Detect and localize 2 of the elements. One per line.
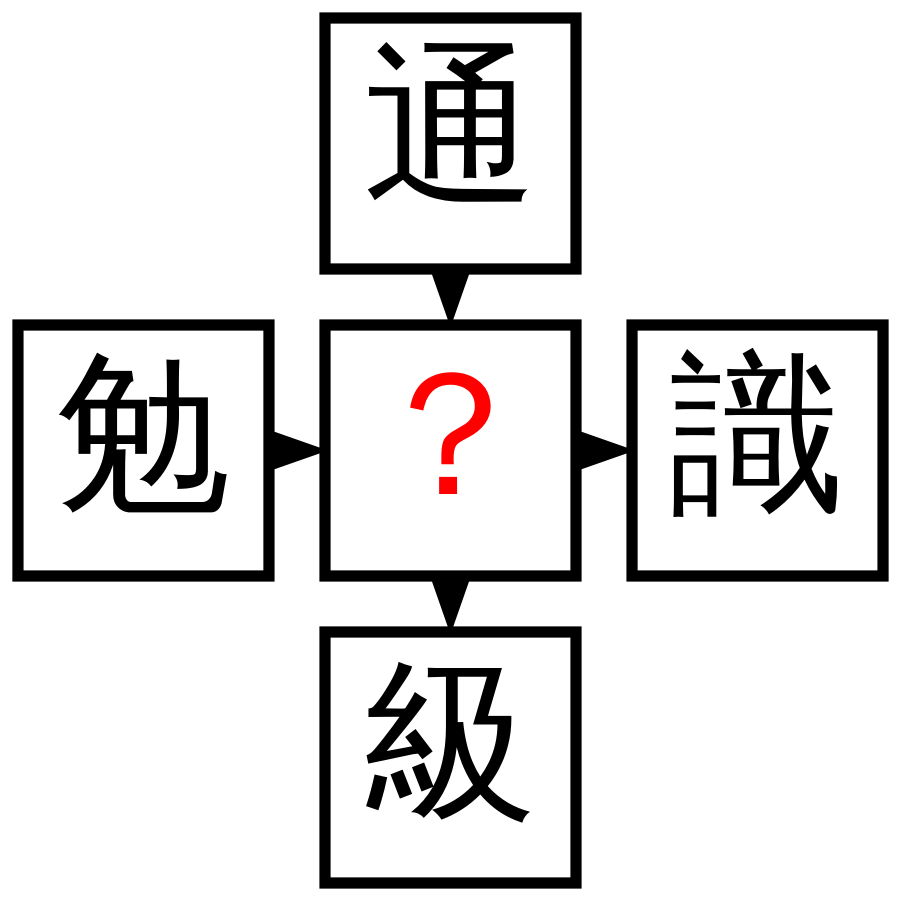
node-box: 識 (626, 318, 888, 582)
node-box: 級 (318, 626, 582, 888)
